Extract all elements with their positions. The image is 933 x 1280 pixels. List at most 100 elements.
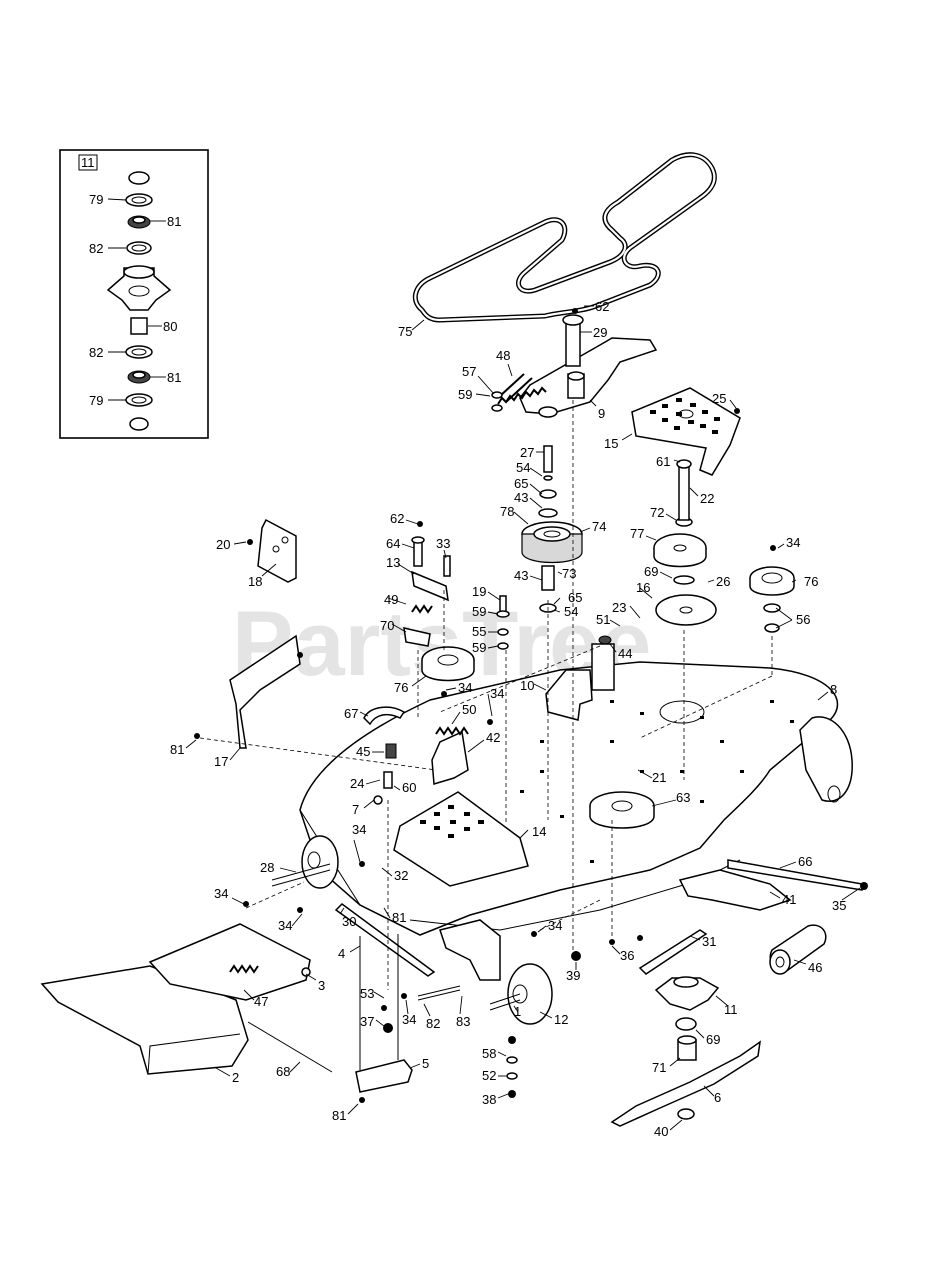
wheel-front-12 bbox=[489, 963, 553, 1025]
callout-68: 68 bbox=[276, 1064, 290, 1079]
links-and-rods bbox=[247, 859, 863, 1073]
bracket-10 bbox=[545, 643, 615, 721]
callout-3: 3 bbox=[318, 978, 325, 993]
callout-30: 30 bbox=[342, 914, 356, 929]
idler-arm-assembly bbox=[491, 308, 658, 418]
callout-59-b: 59 bbox=[472, 604, 486, 619]
callout-81-left: 81 bbox=[170, 742, 184, 757]
callout-20: 20 bbox=[216, 537, 230, 552]
callout-46: 46 bbox=[808, 960, 822, 975]
callout-34-c: 34 bbox=[490, 686, 504, 701]
callout-1: 1 bbox=[514, 1004, 521, 1019]
callout-8: 8 bbox=[830, 682, 837, 697]
callout-59-c: 59 bbox=[472, 640, 486, 655]
callout-83: 83 bbox=[456, 1014, 470, 1029]
callout-67: 67 bbox=[344, 706, 358, 721]
callout-34-h: 34 bbox=[402, 1012, 416, 1027]
inset-callout-81-bottom: 81 bbox=[167, 370, 181, 385]
callout-74: 74 bbox=[592, 519, 606, 534]
callout-leaders bbox=[185, 305, 861, 1131]
callout-82: 82 bbox=[426, 1016, 440, 1031]
callout-65-b: 65 bbox=[568, 590, 582, 605]
callout-60: 60 bbox=[402, 780, 416, 795]
callout-21: 21 bbox=[652, 770, 666, 785]
callout-39: 39 bbox=[566, 968, 580, 983]
callout-19: 19 bbox=[472, 584, 486, 599]
callout-14: 14 bbox=[532, 824, 546, 839]
callout-17: 17 bbox=[214, 754, 228, 769]
callout-61: 61 bbox=[656, 454, 670, 469]
callout-12: 12 bbox=[554, 1012, 568, 1027]
callout-42: 42 bbox=[486, 730, 500, 745]
callout-76-right: 76 bbox=[804, 574, 818, 589]
wheel-right-8 bbox=[799, 716, 853, 803]
callout-64: 64 bbox=[386, 536, 400, 551]
callout-51: 51 bbox=[596, 612, 610, 627]
callout-49: 49 bbox=[384, 592, 398, 607]
inset-callout-82-top: 82 bbox=[89, 241, 103, 256]
callout-52: 52 bbox=[482, 1068, 496, 1083]
callout-36: 36 bbox=[620, 948, 634, 963]
pulley-76-left bbox=[421, 646, 475, 682]
callout-58: 58 bbox=[482, 1046, 496, 1061]
callout-69-b: 69 bbox=[706, 1032, 720, 1047]
callout-16: 16 bbox=[636, 580, 650, 595]
bracket-50-42 bbox=[363, 706, 469, 805]
callout-34-g: 34 bbox=[548, 918, 562, 933]
callout-41: 41 bbox=[782, 892, 796, 907]
pulley-76-right bbox=[749, 545, 795, 633]
callout-9: 9 bbox=[598, 406, 605, 421]
callout-65-a: 65 bbox=[514, 476, 528, 491]
callout-76-left: 76 bbox=[394, 680, 408, 695]
spindle-11-blade-6 bbox=[610, 976, 761, 1127]
callout-31: 31 bbox=[702, 934, 716, 949]
callout-81-mid: 81 bbox=[392, 910, 406, 925]
callout-54-b: 54 bbox=[564, 604, 578, 619]
callout-26: 26 bbox=[716, 574, 730, 589]
callout-18: 18 bbox=[248, 574, 262, 589]
callout-33: 33 bbox=[436, 536, 450, 551]
wheel-left-28 bbox=[271, 835, 339, 889]
callout-2: 2 bbox=[232, 1070, 239, 1085]
motor-46 bbox=[769, 924, 827, 975]
callout-35: 35 bbox=[832, 898, 846, 913]
callout-54-a: 54 bbox=[516, 460, 530, 475]
callout-43-b: 43 bbox=[514, 568, 528, 583]
shield-17 bbox=[194, 634, 303, 749]
callout-78: 78 bbox=[500, 504, 514, 519]
spindle-cover-14 bbox=[393, 791, 529, 887]
callout-70: 70 bbox=[380, 618, 394, 633]
callout-75: 75 bbox=[398, 324, 412, 339]
callout-34-d: 34 bbox=[352, 822, 366, 837]
spindle-inset: 11 79 81 82 80 82 81 79 bbox=[59, 149, 209, 439]
callout-69-a: 69 bbox=[644, 564, 658, 579]
callout-57: 57 bbox=[462, 364, 476, 379]
pulley-cover-right bbox=[631, 387, 741, 476]
inset-callout-79-bottom: 79 bbox=[89, 393, 103, 408]
drive-belt bbox=[412, 152, 717, 323]
callout-37: 37 bbox=[360, 1014, 374, 1029]
discharge-chute-2 bbox=[40, 901, 311, 1075]
callout-55: 55 bbox=[472, 624, 486, 639]
callout-44: 44 bbox=[618, 646, 632, 661]
callout-63: 63 bbox=[676, 790, 690, 805]
callout-62-top: 62 bbox=[595, 299, 609, 314]
callout-34-f: 34 bbox=[278, 918, 292, 933]
callout-10: 10 bbox=[520, 678, 534, 693]
callout-45: 45 bbox=[356, 744, 370, 759]
callout-56: 56 bbox=[796, 612, 810, 627]
inset-callout-80: 80 bbox=[163, 319, 177, 334]
inset-callout-79-top: 79 bbox=[89, 192, 103, 207]
callout-7: 7 bbox=[352, 802, 359, 817]
bracket-18 bbox=[247, 518, 297, 583]
callout-71: 71 bbox=[652, 1060, 666, 1075]
callout-34-e: 34 bbox=[214, 886, 228, 901]
callout-62-mid: 62 bbox=[390, 511, 404, 526]
inset-callout-81-top: 81 bbox=[167, 214, 181, 229]
callout-34-a: 34 bbox=[786, 535, 800, 550]
callout-6: 6 bbox=[714, 1090, 721, 1105]
callout-72: 72 bbox=[650, 505, 664, 520]
callout-24: 24 bbox=[350, 776, 364, 791]
callout-labels: 75 62 29 48 57 59 9 25 15 27 54 65 43 78… bbox=[170, 299, 846, 1139]
